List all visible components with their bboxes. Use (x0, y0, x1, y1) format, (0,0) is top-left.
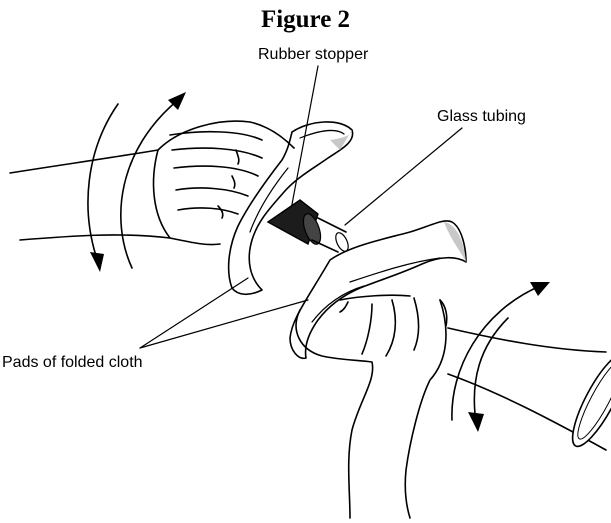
arrow-head-icon (90, 252, 104, 272)
pads-label: Pads of folded cloth (2, 354, 143, 372)
rotation-arrows-right (452, 282, 550, 432)
glass-leader-line (345, 128, 462, 225)
left-hand (10, 121, 294, 244)
pads-leader-line-right (140, 300, 308, 348)
rotation-arrows-left (88, 92, 186, 272)
glass-tubing-label: Glass tubing (437, 108, 526, 126)
funnel (448, 328, 611, 452)
right-hand (296, 295, 447, 518)
rubber-stopper-label: Rubber stopper (258, 46, 368, 64)
stopper-leader-line (290, 66, 318, 215)
rubber-stopper (268, 200, 324, 246)
arrow-head-icon (468, 412, 484, 432)
